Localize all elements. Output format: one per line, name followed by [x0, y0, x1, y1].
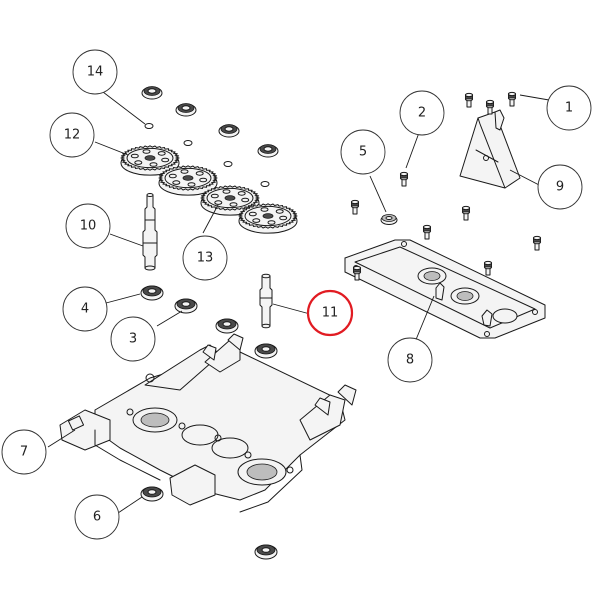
callout-circle	[62, 286, 108, 332]
screw-set	[350, 91, 542, 281]
callout-3: 3	[110, 316, 156, 362]
spacer-washer	[380, 214, 398, 225]
callout-12: 12	[49, 112, 95, 158]
bearing-group-mid	[140, 285, 278, 560]
callout-circle	[72, 49, 118, 95]
callout-1: 1	[546, 85, 592, 131]
washer	[260, 181, 270, 187]
bearing	[254, 544, 278, 560]
spur-gear	[158, 165, 218, 196]
callout-11: 11	[306, 289, 354, 337]
shaft-short	[259, 273, 273, 329]
cover-plate	[344, 239, 546, 339]
callout-4: 4	[62, 286, 108, 332]
bearing	[254, 343, 278, 359]
bearing	[140, 285, 164, 301]
callout-14: 14	[72, 49, 118, 95]
mounting-bracket	[459, 109, 521, 189]
bearing	[218, 124, 240, 138]
screw	[483, 260, 493, 276]
bearing	[141, 86, 163, 100]
callout-number: 2	[418, 106, 426, 121]
spur-gear	[238, 203, 298, 234]
bearing	[174, 298, 198, 314]
callout-7: 7	[1, 429, 47, 475]
callout-circle	[546, 85, 592, 131]
callout-number: 14	[87, 65, 104, 80]
screw	[350, 199, 360, 215]
callout-circle	[1, 429, 47, 475]
gearbox-frame	[59, 333, 357, 513]
callout-number: 9	[556, 180, 564, 195]
bearing	[175, 103, 197, 117]
callout-13: 13	[182, 235, 228, 281]
callout-8: 8	[387, 337, 433, 383]
callout-circle	[340, 129, 386, 175]
screw	[422, 224, 432, 240]
callout-circle	[65, 203, 111, 249]
washer	[223, 161, 233, 167]
bearing	[215, 318, 239, 334]
callout-number: 7	[20, 445, 28, 460]
callout-number: 4	[81, 302, 89, 317]
callout-circle	[110, 316, 156, 362]
leader-lines	[47, 91, 550, 514]
callout-number: 12	[64, 128, 81, 143]
callout-number: 6	[93, 510, 101, 525]
callout-circle	[537, 164, 583, 210]
callout-circle	[399, 90, 445, 136]
callout-number: 10	[80, 219, 97, 234]
gear-set	[120, 145, 298, 234]
callout-number: 5	[359, 145, 367, 160]
callout-circle	[74, 494, 120, 540]
callout-circle	[306, 289, 354, 337]
callout-number: 13	[197, 251, 214, 266]
callout-number: 8	[406, 353, 414, 368]
screw	[352, 265, 362, 281]
screw	[399, 171, 409, 187]
screw	[532, 235, 542, 251]
callout-10: 10	[65, 203, 111, 249]
shaft-long	[142, 193, 158, 271]
bearing-group-top	[141, 86, 279, 187]
callout-circle	[387, 337, 433, 383]
callout-5: 5	[340, 129, 386, 175]
screw	[485, 99, 495, 115]
callout-circle	[182, 235, 228, 281]
callout-6: 6	[74, 494, 120, 540]
screw	[507, 91, 517, 107]
callout-9: 9	[537, 164, 583, 210]
callout-number: 3	[129, 332, 137, 347]
bearing	[257, 144, 279, 158]
bearing	[140, 486, 164, 502]
screw	[464, 92, 474, 108]
callout-circle	[49, 112, 95, 158]
callout-2: 2	[399, 90, 445, 136]
washer	[183, 140, 193, 146]
washer	[144, 123, 154, 129]
screw	[461, 205, 471, 221]
spur-gear	[120, 145, 180, 176]
callout-number: 1	[565, 101, 573, 116]
callout-number: 11	[322, 306, 339, 321]
